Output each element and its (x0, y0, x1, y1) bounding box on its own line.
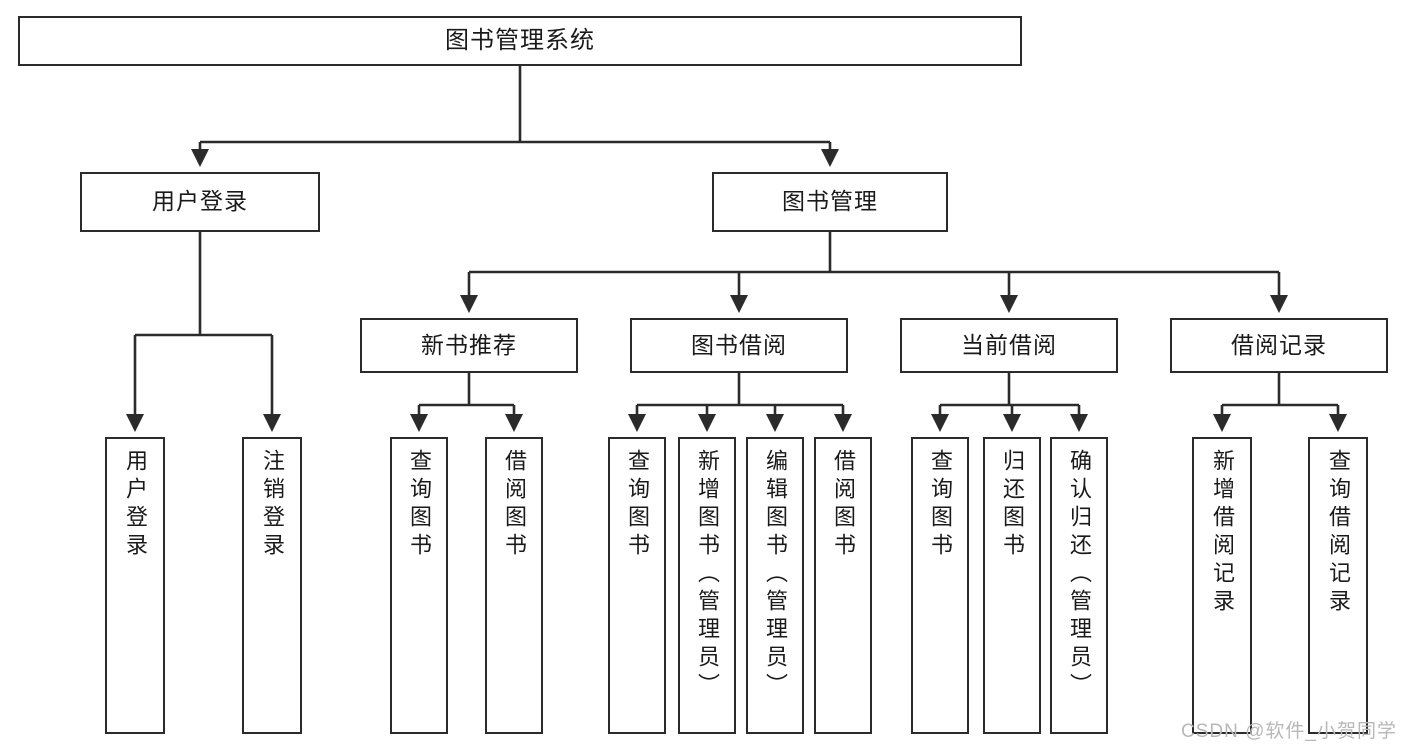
node-leaf-borrow-book-rec-label: 借阅图书 (502, 449, 527, 561)
node-current-borrow[interactable]: 当前借阅 (900, 318, 1118, 373)
node-leaf-confirm-return-admin[interactable]: 确认归还（管理员） (1050, 437, 1108, 734)
node-leaf-add-borrow-record[interactable]: 新增借阅记录 (1192, 437, 1252, 734)
node-root-label: 图书管理系统 (445, 26, 595, 54)
node-new-book-recommend[interactable]: 新书推荐 (360, 318, 578, 373)
node-leaf-edit-book-admin[interactable]: 编辑图书（管理员） (746, 437, 804, 734)
node-leaf-edit-book-admin-label: 编辑图书（管理员） (763, 449, 788, 701)
node-leaf-user-login[interactable]: 用户登录 (105, 437, 165, 734)
node-user-login-label: 用户登录 (152, 188, 248, 215)
node-leaf-return-book-label: 归还图书 (1000, 449, 1025, 561)
node-leaf-query-book-rec-label: 查询图书 (407, 449, 432, 561)
node-leaf-query-book-rec[interactable]: 查询图书 (390, 437, 448, 734)
node-borrow-record-label: 借阅记录 (1231, 331, 1327, 358)
node-book-manage-label: 图书管理 (782, 188, 878, 215)
node-borrow-record[interactable]: 借阅记录 (1170, 318, 1388, 373)
node-leaf-return-book[interactable]: 归还图书 (983, 437, 1041, 734)
node-leaf-query-borrow-record-label: 查询借阅记录 (1326, 449, 1351, 617)
node-book-manage[interactable]: 图书管理 (712, 172, 948, 232)
node-leaf-add-book-admin-label: 新增图书（管理员） (695, 449, 720, 701)
node-leaf-user-login-label: 用户登录 (123, 449, 148, 561)
node-root[interactable]: 图书管理系统 (18, 16, 1022, 66)
node-current-borrow-label: 当前借阅 (961, 331, 1057, 358)
node-leaf-query-book-borrow-label: 查询图书 (625, 449, 650, 561)
node-leaf-query-book-cur[interactable]: 查询图书 (911, 437, 969, 734)
node-leaf-borrow-book[interactable]: 借阅图书 (814, 437, 872, 734)
node-leaf-borrow-book-rec[interactable]: 借阅图书 (485, 437, 543, 734)
node-new-book-recommend-label: 新书推荐 (421, 331, 517, 358)
node-leaf-query-book-cur-label: 查询图书 (928, 449, 953, 561)
node-leaf-borrow-book-label: 借阅图书 (831, 449, 856, 561)
node-book-borrow[interactable]: 图书借阅 (630, 318, 848, 373)
node-user-login[interactable]: 用户登录 (80, 172, 320, 232)
node-leaf-query-book-borrow[interactable]: 查询图书 (608, 437, 666, 734)
node-leaf-query-borrow-record[interactable]: 查询借阅记录 (1308, 437, 1368, 734)
node-leaf-logout-login-label: 注销登录 (260, 449, 285, 561)
node-leaf-confirm-return-admin-label: 确认归还（管理员） (1067, 449, 1092, 701)
node-leaf-add-book-admin[interactable]: 新增图书（管理员） (678, 437, 736, 734)
watermark: CSDN @软件_小贺同学 (1181, 721, 1397, 742)
node-book-borrow-label: 图书借阅 (691, 331, 787, 358)
node-leaf-add-borrow-record-label: 新增借阅记录 (1210, 449, 1235, 617)
node-leaf-logout-login[interactable]: 注销登录 (242, 437, 302, 734)
